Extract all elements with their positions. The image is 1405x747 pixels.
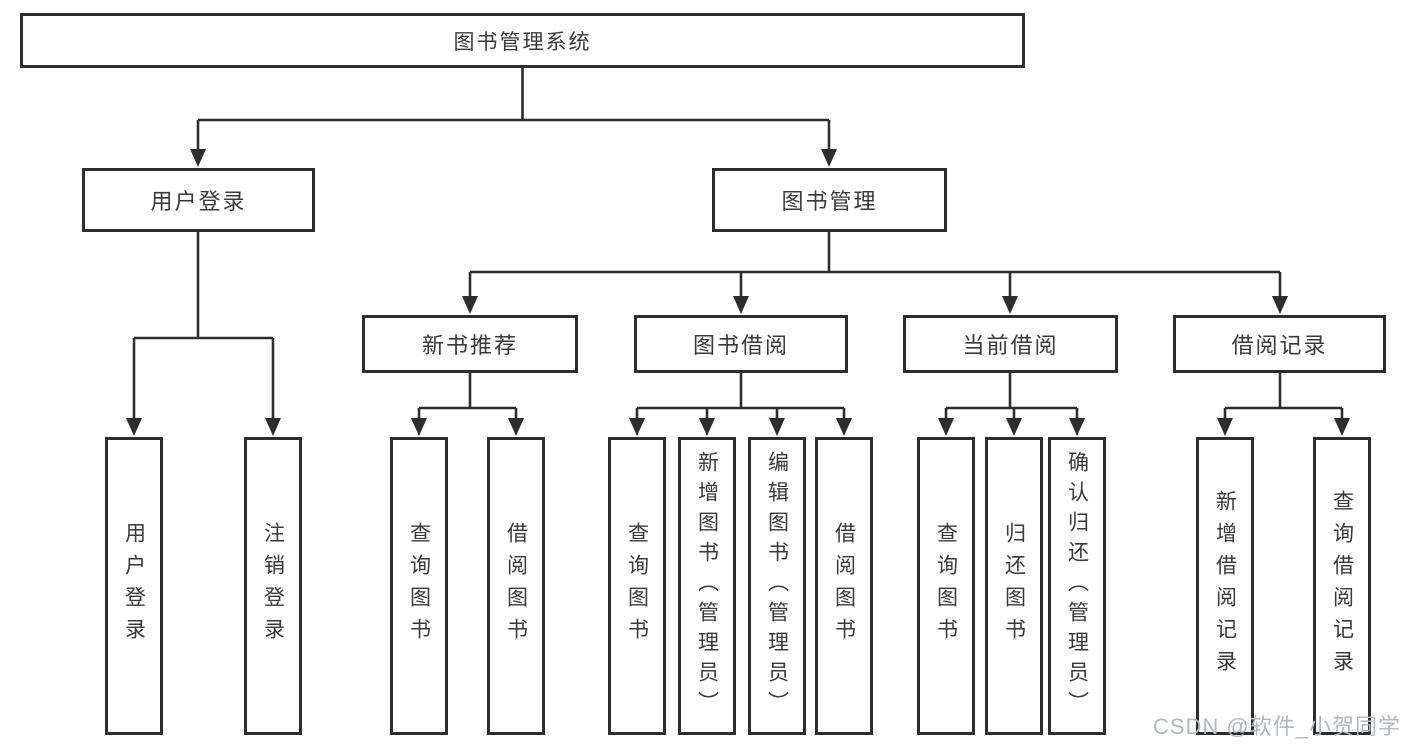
node-book-borrow: 图书借阅 — [634, 315, 848, 373]
node-label: 当前借阅 — [962, 333, 1059, 358]
node-label: 查询图书 — [625, 522, 649, 650]
leaf-add-book-admin: 新增图书（管理员） — [678, 437, 736, 735]
leaf-borrow-books-recommend: 借阅图书 — [487, 437, 545, 735]
node-book-management: 图书管理 — [712, 168, 947, 232]
node-label: 查询图书 — [407, 522, 431, 650]
node-label: 图书管理系统 — [453, 30, 592, 54]
node-label: 新书推荐 — [421, 333, 518, 358]
node-label: 新增图书（管理员） — [695, 451, 719, 721]
node-label: 查询图书 — [934, 522, 958, 650]
node-label: 编辑图书（管理员） — [765, 451, 789, 721]
leaf-confirm-return-admin: 确认归还（管理员） — [1048, 437, 1106, 735]
node-label: 用户登录 — [122, 522, 146, 650]
node-label: 查询借阅记录 — [1330, 490, 1354, 682]
node-root-library-system: 图书管理系统 — [20, 13, 1025, 68]
node-label: 借阅图书 — [832, 522, 856, 650]
node-current-borrow: 当前借阅 — [903, 315, 1118, 373]
node-borrow-records: 借阅记录 — [1173, 315, 1386, 373]
watermark: CSDN @软件_小贺同学 — [1152, 714, 1401, 739]
leaf-add-borrow-record: 新增借阅记录 — [1196, 437, 1254, 735]
leaf-borrow-books: 借阅图书 — [815, 437, 873, 735]
leaf-logout: 注销登录 — [244, 437, 302, 735]
node-label: 借阅记录 — [1231, 333, 1328, 358]
leaf-query-books-current: 查询图书 — [917, 437, 975, 735]
node-label: 图书借阅 — [692, 333, 789, 358]
node-label: 新增借阅记录 — [1213, 490, 1237, 682]
node-new-book-recommend: 新书推荐 — [362, 315, 578, 373]
node-label: 借阅图书 — [504, 522, 528, 650]
leaf-query-books-recommend: 查询图书 — [390, 437, 448, 735]
node-label: 注销登录 — [261, 522, 285, 650]
leaf-query-books-borrow: 查询图书 — [608, 437, 666, 735]
node-label: 图书管理 — [781, 189, 878, 214]
leaf-return-book: 归还图书 — [985, 437, 1043, 735]
node-label: 归还图书 — [1002, 522, 1026, 650]
leaf-user-login: 用户登录 — [105, 437, 163, 735]
node-label: 确认归还（管理员） — [1065, 451, 1089, 721]
leaf-query-borrow-record: 查询借阅记录 — [1313, 437, 1371, 735]
node-user-login: 用户登录 — [82, 168, 315, 232]
node-label: 用户登录 — [150, 189, 247, 214]
leaf-edit-book-admin: 编辑图书（管理员） — [748, 437, 806, 735]
